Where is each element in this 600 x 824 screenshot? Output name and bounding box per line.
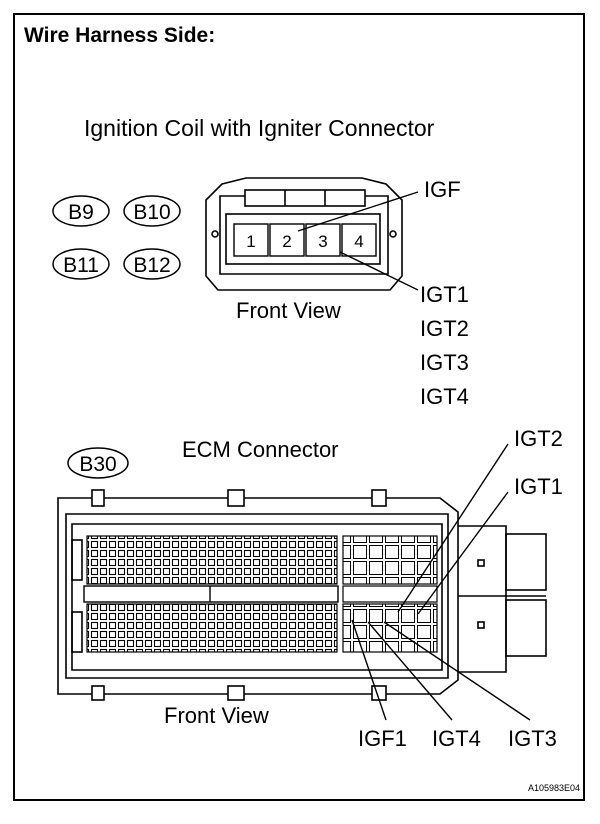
igf1-ecm-label: IGF1 [358,726,407,751]
code-label: B12 [133,254,170,277]
ecm-front-view-label: Front View [164,703,269,728]
ecm-code-label: B30 [79,453,116,476]
igf-label: IGF [424,177,461,202]
code-label: B9 [68,201,94,224]
pin-label: 4 [354,232,363,251]
code-oval [123,195,181,227]
pin-cell [341,223,377,257]
ecm-connector-heading: ECM Connector [182,437,339,462]
pin-label: 2 [282,232,291,251]
code-oval [67,447,129,479]
igt1-ecm-label: IGT1 [514,474,563,499]
pin-cell [233,223,269,257]
coil-connector-body [205,177,403,291]
code-label: B11 [63,254,99,277]
igt2-ecm-leader-line [397,443,509,613]
ecm-center-rib [83,585,339,603]
ecm-pin-field-upper-left [86,535,338,585]
ecm-leader-lines [351,443,531,721]
igf-leader-line [297,191,419,232]
igf1-ecm-leader-line [351,619,387,721]
ecm-right-rib [342,585,438,603]
igt3-ecm-label: IGT3 [508,726,557,751]
coil-connector-codes: B9 B10 B11 B12 [52,195,181,280]
igt3-ecm-leader-line [383,621,531,721]
code-oval [52,195,110,227]
igt-leader-line [339,251,419,291]
igt1-ecm-leader-line [417,491,509,615]
ecm-pin-field-upper-right [342,535,438,585]
igt4-label: IGT4 [420,384,469,409]
ecm-connector-body [57,489,547,701]
igt2-label: IGT2 [420,316,469,341]
code-oval [123,248,181,280]
igt1-label: IGT1 [420,282,469,307]
diagram-title: Wire Harness Side: [24,24,216,47]
pin-cell [305,223,341,257]
code-label: B10 [133,201,170,224]
igt3-label: IGT3 [420,350,469,375]
code-oval [52,248,110,280]
ecm-pin-field-lower-right [342,603,438,653]
coil-pins: 1 2 3 4 [233,223,377,257]
diagram-frame [13,13,585,801]
igt2-ecm-label: IGT2 [514,426,563,451]
igt4-ecm-label: IGT4 [432,726,481,751]
figure-id: A105983E04 [528,783,580,793]
ecm-pin-field-lower-left [86,603,338,653]
pin-label: 3 [318,232,327,251]
pin-cell [269,223,305,257]
igt4-ecm-leader-line [367,621,453,721]
coil-front-view-label: Front View [236,298,341,323]
pin-label: 1 [246,232,255,251]
coil-connector-heading: Ignition Coil with Igniter Connector [84,115,435,141]
